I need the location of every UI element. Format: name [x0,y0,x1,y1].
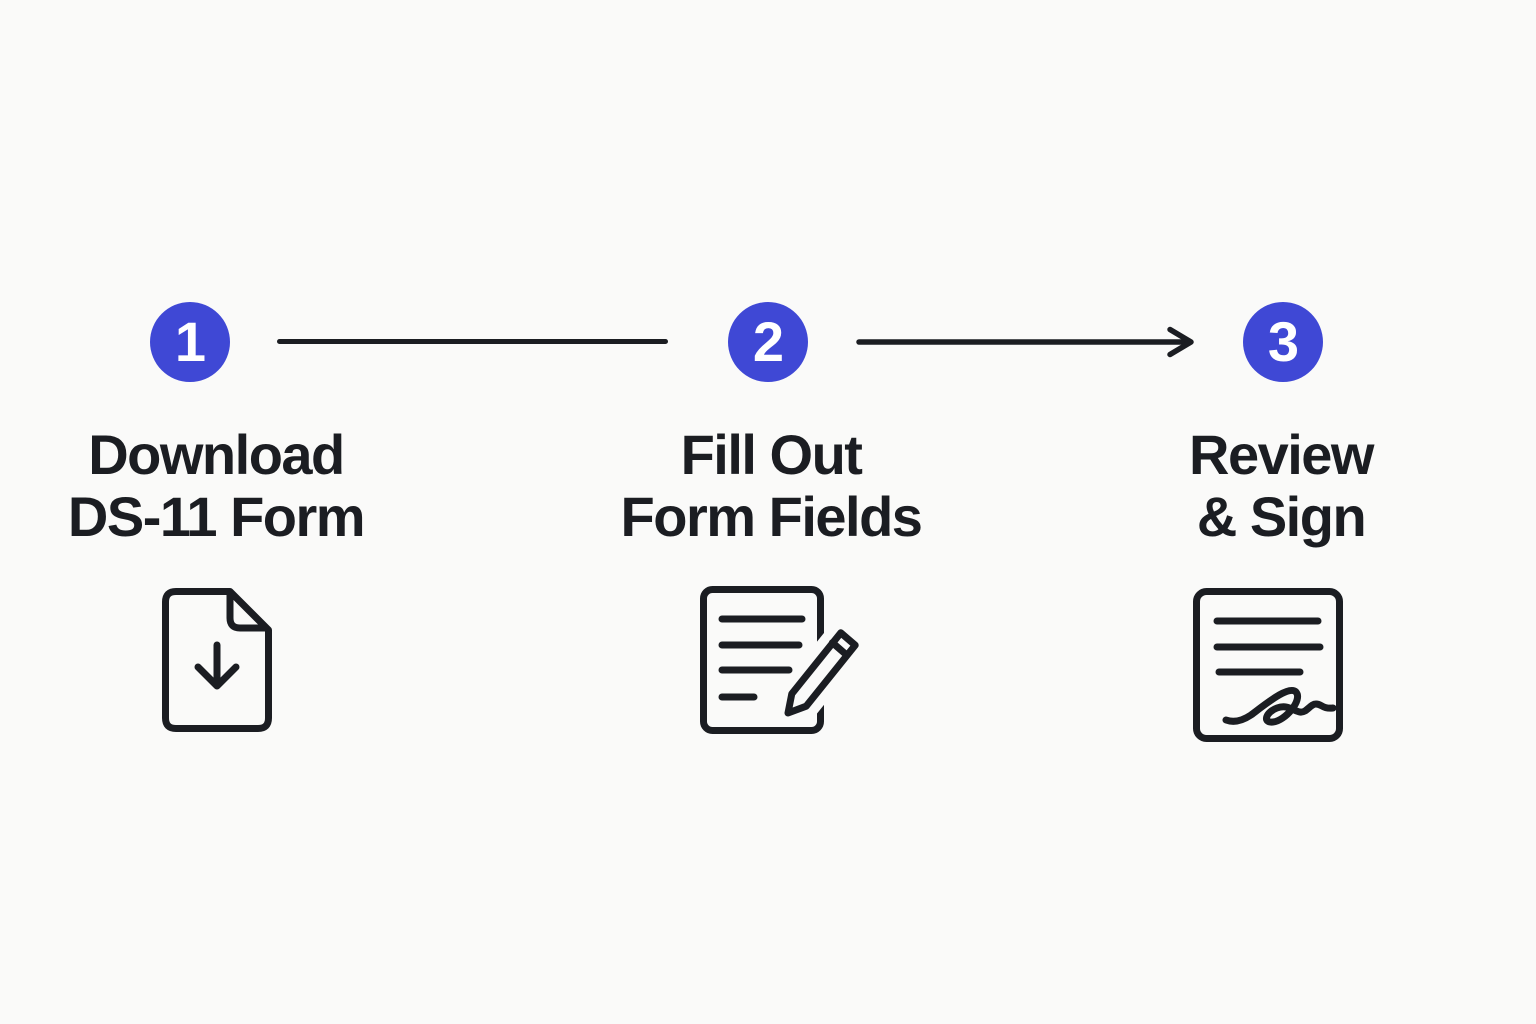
pencil-icon [784,629,859,717]
step-1-title-line1: Download [88,423,345,486]
connector-line-1-2 [277,339,668,344]
step-3-badge: 3 [1243,302,1323,382]
document-download-icon [162,588,272,732]
step-3-title-line1: Review [1189,423,1375,486]
pencil-band [828,639,851,659]
signature-squiggle [1222,687,1337,726]
step-1-title-line2: DS-11 Form [67,485,366,548]
folded-corner [226,590,269,632]
step-2-title-line2: Form Fields [620,485,923,548]
step-1-number: 1 [174,310,206,373]
download-arrow-head [194,663,240,690]
step-1-title: Download DS-11 Form [67,423,366,548]
connector-arrow-2-3 [856,326,1194,358]
step-3-number: 3 [1267,310,1299,373]
step-1-badge: 1 [150,302,230,382]
step-2-title: Fill Out Form Fields [620,423,923,548]
document-edit-icon [700,586,868,734]
step-2-badge: 2 [728,302,808,382]
step-2-number: 2 [752,310,784,373]
document-signature-icon [1193,588,1343,742]
step-2-title-line1: Fill Out [680,423,863,486]
step-3-title-line2: & Sign [1196,485,1367,548]
signed-page [1193,588,1343,742]
step-3-title: Review & Sign [1189,423,1375,548]
arrow-right-icon [1167,326,1194,358]
